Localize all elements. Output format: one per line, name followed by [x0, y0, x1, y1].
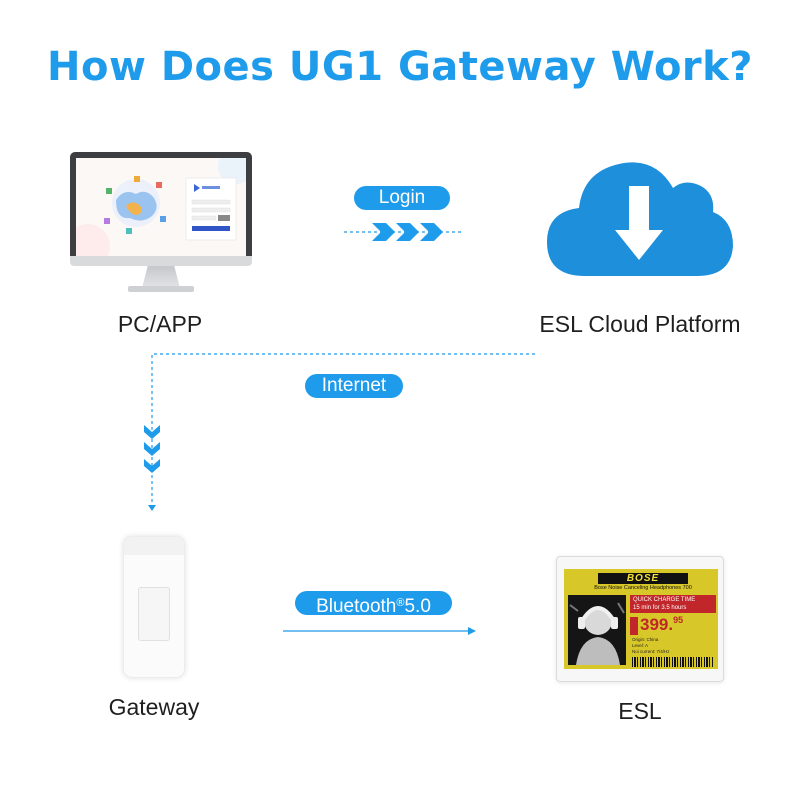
page-title: How Does UG1 Gateway Work?	[47, 44, 753, 90]
internet-down-chevrons-icon	[144, 425, 160, 473]
login-badge: Login	[354, 186, 450, 210]
pc-monitor-icon	[70, 152, 252, 294]
esl-price-tag-image: BOSE Bose Noise Canceling Headphones 700…	[556, 556, 724, 682]
esl-barcode	[632, 657, 714, 667]
bluetooth-badge: Bluetooth®5.0	[295, 591, 452, 617]
gateway-label: Gateway	[108, 694, 200, 720]
internet-arrow-head	[148, 505, 156, 511]
esl-brand: BOSE	[598, 573, 688, 584]
internet-badge: Internet	[305, 374, 403, 398]
bluetooth-arrow-head	[468, 627, 476, 635]
gateway-device-icon	[123, 536, 185, 678]
internet-dashed-line	[151, 353, 535, 508]
esl-details: Origin: China Level: A Noi current: 7/4/…	[632, 637, 670, 654]
login-chevron-arrows-icon	[372, 223, 443, 241]
esl-price: 399.95	[640, 615, 684, 634]
pc-app-label: PC/APP	[117, 311, 203, 337]
cloud-download-icon	[545, 150, 735, 278]
esl-product: Bose Noise Canceling Headphones 700	[594, 585, 692, 591]
esl-product-photo	[568, 595, 626, 665]
app-screen-preview	[76, 158, 246, 256]
esl-label: ESL	[618, 698, 662, 724]
esl-cloud-platform-label: ESL Cloud Platform	[539, 311, 741, 337]
